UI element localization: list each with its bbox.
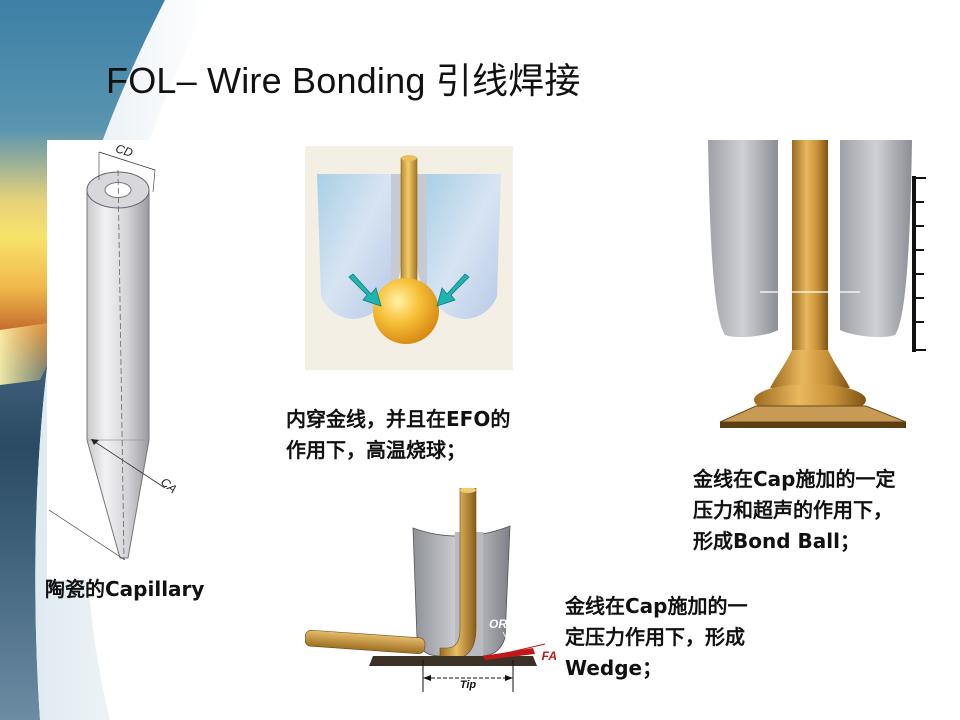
- efo-caption-line1: 内穿金线，并且在EFO的: [286, 407, 511, 431]
- bond-ball-caption: 金线在Cap施加的一定 压力和超声的作用下， 形成Bond Ball；: [693, 464, 896, 557]
- wedge-caption-line1: 金线在Cap施加的一: [565, 594, 748, 618]
- wedge-diagram: OR FA Tip: [305, 488, 557, 692]
- bond-ball-caption-line3: 形成Bond Ball；: [693, 529, 860, 553]
- efo-diagram: [305, 146, 513, 370]
- capillary-caption-text: 陶瓷的Capillary: [45, 577, 205, 601]
- wedge-label-or: OR: [489, 617, 507, 631]
- wedge-caption: 金线在Cap施加的一 定压力作用下，形成 Wedge；: [565, 591, 748, 684]
- wedge-caption-line2: 定压力作用下，形成: [565, 625, 745, 649]
- efo-caption-line2: 作用下，高温烧球；: [286, 438, 466, 462]
- bond-ball-caption-line1: 金线在Cap施加的一定: [693, 467, 896, 491]
- bond-ball-caption-line2: 压力和超声的作用下，: [693, 498, 893, 522]
- efo-caption: 内穿金线，并且在EFO的 作用下，高温烧球；: [286, 404, 510, 466]
- capillary-dim-top: CD: [114, 141, 135, 160]
- wedge-label-tip: Tip: [460, 679, 477, 691]
- slide-title: FOL– Wire Bonding 引线焊接: [106, 60, 581, 101]
- wedge-label-fa: FA: [542, 649, 557, 663]
- capillary-diagram: CD CA: [47, 140, 187, 580]
- bond-ball-diagram: [708, 140, 926, 428]
- capillary-caption: 陶瓷的Capillary: [45, 574, 204, 605]
- wedge-caption-line3: Wedge；: [565, 656, 663, 680]
